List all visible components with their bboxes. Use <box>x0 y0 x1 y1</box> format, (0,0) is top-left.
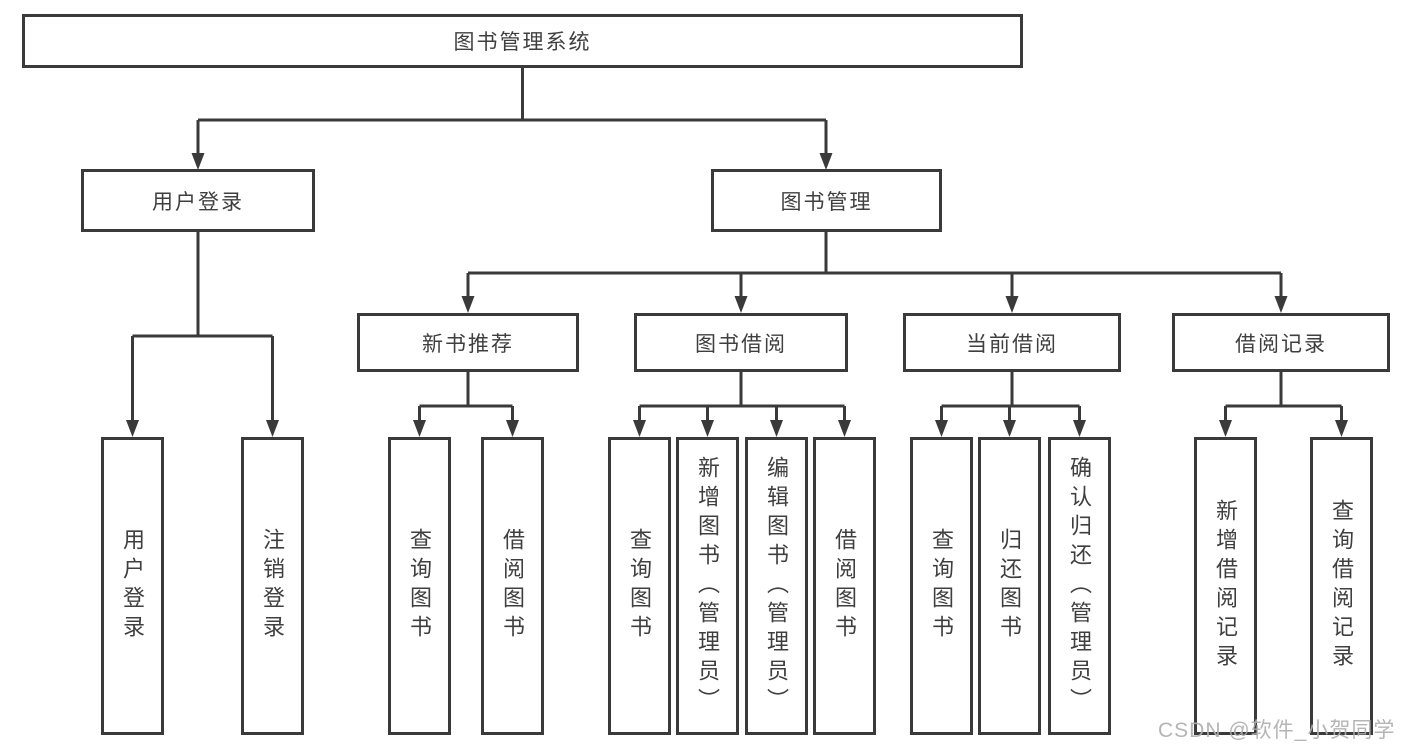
leaf-query-books-current: 查询图书 <box>910 437 973 735</box>
node-library-system-label: 图书管理系统 <box>453 31 592 54</box>
leaf-confirm-return-admin-label: 确认归还（管理员） <box>1067 455 1093 717</box>
leaf-edit-book-admin: 编辑图书（管理员） <box>745 437 808 735</box>
leaf-borrow-books-borrowing: 借阅图书 <box>813 437 876 735</box>
node-borrow-records: 借阅记录 <box>1172 313 1390 372</box>
leaf-borrow-books-borrowing-label: 借阅图书 <box>832 528 858 644</box>
leaf-query-borrow-record-label: 查询借阅记录 <box>1329 499 1355 673</box>
leaf-edit-book-admin-label: 编辑图书（管理员） <box>764 455 790 717</box>
leaf-return-book-label: 归还图书 <box>997 528 1023 644</box>
leaf-query-books-recommend: 查询图书 <box>388 437 451 735</box>
leaf-add-book-admin: 新增图书（管理员） <box>676 437 739 735</box>
node-user-login: 用户登录 <box>81 169 315 232</box>
leaf-add-book-admin-label: 新增图书（管理员） <box>695 455 721 717</box>
leaf-query-books-recommend-label: 查询图书 <box>407 528 433 644</box>
watermark: CSDN @软件_小贺同学 <box>1158 719 1396 742</box>
node-current-borrowing: 当前借阅 <box>903 313 1121 372</box>
leaf-add-borrow-record: 新增借阅记录 <box>1194 437 1257 735</box>
leaf-query-borrow-record: 查询借阅记录 <box>1310 437 1373 735</box>
node-new-book-recommend-label: 新书推荐 <box>422 332 514 356</box>
node-user-login-label: 用户登录 <box>152 190 244 214</box>
connector-paths <box>131 68 1343 421</box>
leaf-logout-label: 注销登录 <box>260 528 286 644</box>
leaf-query-books-borrowing-label: 查询图书 <box>627 528 653 644</box>
node-book-borrowing: 图书借阅 <box>634 313 848 372</box>
node-borrow-records-label: 借阅记录 <box>1235 332 1327 356</box>
leaf-user-login: 用户登录 <box>101 437 164 735</box>
node-book-management-label: 图书管理 <box>780 190 873 214</box>
leaf-return-book: 归还图书 <box>978 437 1041 735</box>
node-book-borrowing-label: 图书借阅 <box>695 332 787 356</box>
leaf-confirm-return-admin: 确认归还（管理员） <box>1048 437 1111 735</box>
node-book-management: 图书管理 <box>711 169 942 232</box>
leaf-query-books-borrowing: 查询图书 <box>608 437 671 735</box>
leaf-add-borrow-record-label: 新增借阅记录 <box>1213 499 1239 673</box>
leaf-logout: 注销登录 <box>241 437 304 735</box>
leaf-borrow-books-recommend: 借阅图书 <box>481 437 544 735</box>
leaf-borrow-books-recommend-label: 借阅图书 <box>500 528 526 644</box>
node-current-borrowing-label: 当前借阅 <box>966 332 1058 356</box>
node-library-system: 图书管理系统 <box>22 14 1023 68</box>
leaf-query-books-current-label: 查询图书 <box>929 528 955 644</box>
node-new-book-recommend: 新书推荐 <box>357 313 579 372</box>
leaf-user-login-label: 用户登录 <box>120 528 146 644</box>
